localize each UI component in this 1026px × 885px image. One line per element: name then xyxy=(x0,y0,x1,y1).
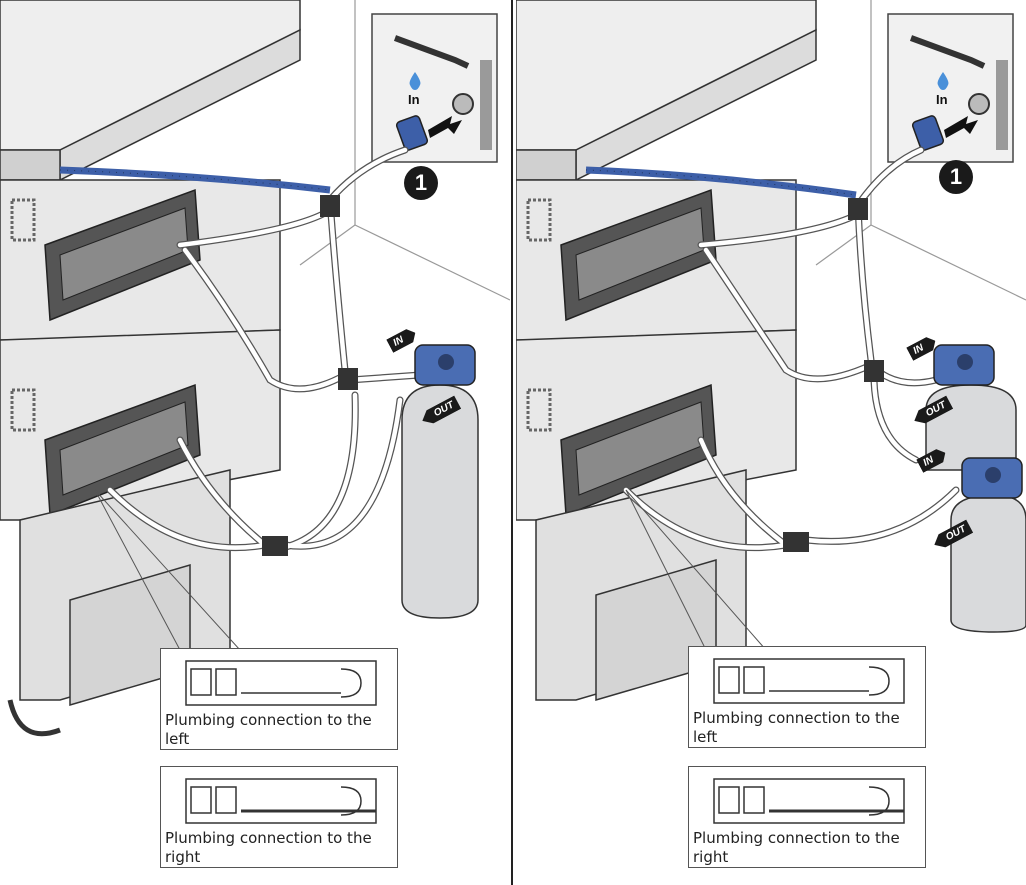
inset-connection-left: Plumbing connection to the left xyxy=(160,648,398,750)
panel-divider xyxy=(511,0,513,885)
connection-left-diagram xyxy=(713,658,905,704)
t-connector xyxy=(262,536,288,556)
inset-connection-left: Plumbing connection to the left xyxy=(688,646,926,748)
t-connector xyxy=(783,532,809,552)
installation-illustration xyxy=(516,0,1026,701)
oven-lower xyxy=(0,329,281,737)
water-drop-icon xyxy=(409,72,421,90)
connection-right-diagram xyxy=(185,778,377,824)
t-connector xyxy=(848,198,868,220)
inset-connection-right: Plumbing connection to the right xyxy=(160,766,398,868)
oven-upper xyxy=(516,0,817,341)
inset-caption: Plumbing connection to the right xyxy=(165,829,372,866)
step-number-badge: 1 xyxy=(939,160,973,194)
water-filter-cartridge xyxy=(401,344,479,619)
oven-upper xyxy=(0,0,301,341)
t-connector xyxy=(338,368,358,390)
wall-valve-box xyxy=(371,13,498,163)
wall-valve-box xyxy=(887,13,1014,163)
t-connector xyxy=(320,195,340,217)
inlet-connector xyxy=(911,115,978,151)
water-in-label: In xyxy=(408,92,420,107)
installation-illustration xyxy=(0,0,510,737)
inlet-connector xyxy=(395,115,462,151)
inset-connection-right: Plumbing connection to the right xyxy=(688,766,926,868)
water-filter-cartridge-2 xyxy=(950,457,1026,633)
inset-caption: Plumbing connection to the left xyxy=(693,709,900,746)
panel-single-filter: 1 In IN OUT Plumbing connection to the l… xyxy=(0,0,510,885)
connection-left-diagram xyxy=(185,660,377,706)
t-connector xyxy=(864,360,884,382)
inset-caption: Plumbing connection to the right xyxy=(693,829,900,866)
oven-lower xyxy=(516,329,797,701)
water-in-label: In xyxy=(936,92,948,107)
step-number-badge: 1 xyxy=(404,166,438,200)
inset-caption: Plumbing connection to the left xyxy=(165,711,372,748)
connection-right-diagram xyxy=(713,778,905,824)
panel-double-filter: 1 In IN OUT IN OUT Plumbing connection t… xyxy=(516,0,1026,885)
water-drop-icon xyxy=(937,72,949,90)
